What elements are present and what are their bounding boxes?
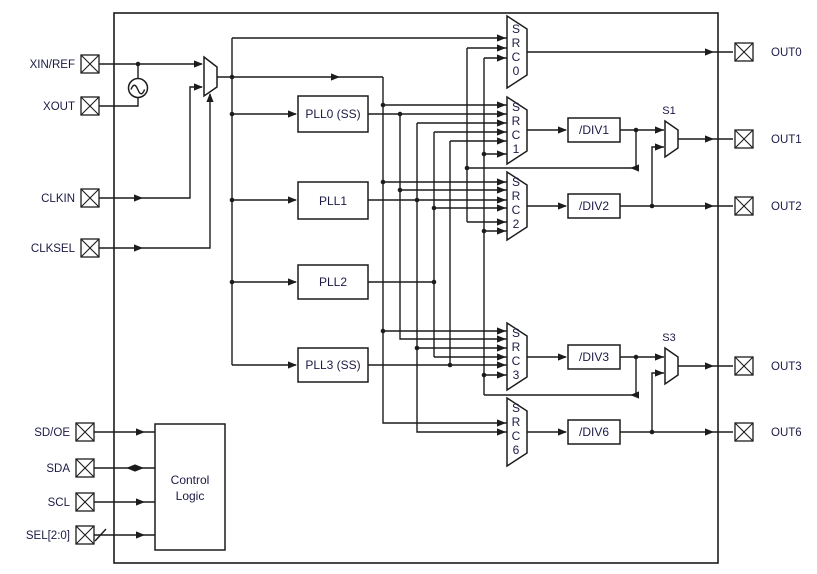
div3-label: /DIV3	[579, 350, 609, 364]
s3-label: S3	[662, 332, 675, 344]
pll2-block	[297, 264, 369, 300]
control-logic-label-line1: Control	[171, 473, 210, 487]
pin-label-out2: OUT2	[771, 201, 802, 213]
pad-sd-oe	[75, 422, 95, 442]
output-pads	[734, 42, 754, 442]
pad-sel	[75, 525, 95, 545]
pin-label-sd-oe: SD/OE	[34, 427, 70, 439]
input-pads	[75, 54, 100, 545]
div3-block	[567, 344, 621, 370]
pin-label-out1: OUT1	[771, 134, 802, 146]
s1-label: S1	[662, 105, 675, 117]
pll3-block	[297, 347, 369, 383]
pin-label-sda: SDA	[46, 463, 70, 475]
control-logic-block	[154, 423, 226, 551]
src3-mux	[506, 321, 528, 392]
pad-xin-ref	[80, 54, 100, 74]
div2-label: /DIV2	[579, 199, 609, 213]
pad-out0	[734, 42, 754, 62]
ref-select-mux	[203, 55, 218, 98]
pin-label-out3: OUT3	[771, 361, 802, 373]
pll1-label: PLL1	[319, 194, 347, 208]
chip-boundary	[113, 12, 719, 564]
junction-dots	[135, 61, 655, 435]
pad-clksel	[80, 238, 100, 258]
div6-block	[567, 419, 621, 445]
pll0-label: PLL0 (SS)	[305, 107, 360, 121]
pin-label-clksel: CLKSEL	[31, 243, 76, 255]
pad-sda	[75, 458, 95, 478]
pin-label-xin-ref: XIN/REF	[30, 59, 75, 71]
pll1-block	[297, 181, 369, 220]
pad-out2	[734, 196, 754, 216]
s3-mux	[664, 346, 679, 386]
div1-label: /DIV1	[579, 123, 609, 137]
pad-out6	[734, 422, 754, 442]
pin-label-xout: XOUT	[43, 101, 75, 113]
src0-mux	[506, 14, 528, 90]
pad-xout	[80, 96, 100, 116]
pll3-label: PLL3 (SS)	[305, 358, 360, 372]
pll2-label: PLL2	[319, 275, 347, 289]
pin-label-clkin: CLKIN	[41, 193, 75, 205]
pad-out3	[734, 356, 754, 376]
src6-mux	[506, 396, 528, 468]
div2-block	[567, 193, 621, 219]
pll0-block	[297, 95, 369, 133]
div6-label: /DIV6	[579, 425, 609, 439]
pad-scl	[75, 492, 95, 512]
pad-out1	[734, 129, 754, 149]
crystal-oscillator-icon	[127, 77, 149, 99]
bus-slash	[94, 528, 107, 542]
pin-label-sel: SEL[2:0]	[26, 530, 70, 542]
div1-block	[567, 117, 621, 143]
pad-clkin	[80, 188, 100, 208]
src2-mux	[506, 170, 528, 242]
src1-mux	[506, 95, 528, 166]
s1-mux	[664, 119, 679, 159]
pin-label-scl: SCL	[48, 497, 71, 509]
pin-label-out6: OUT6	[771, 427, 802, 439]
pin-label-out0: OUT0	[771, 47, 802, 59]
control-logic-label-line2: Logic	[176, 489, 205, 503]
